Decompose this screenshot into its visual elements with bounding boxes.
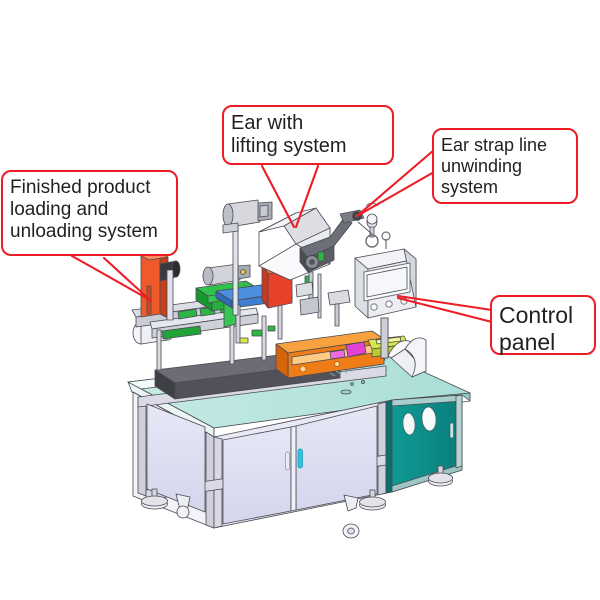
callout-ear-lifting[interactable]: Ear with lifting system xyxy=(222,105,394,165)
callout-ear-strap-unwinding[interactable]: Ear strap line unwinding system xyxy=(432,128,578,204)
callout-finished-product[interactable]: Finished product loading and unloading s… xyxy=(1,170,178,256)
callout-control-panel[interactable]: Control panel xyxy=(490,295,596,355)
